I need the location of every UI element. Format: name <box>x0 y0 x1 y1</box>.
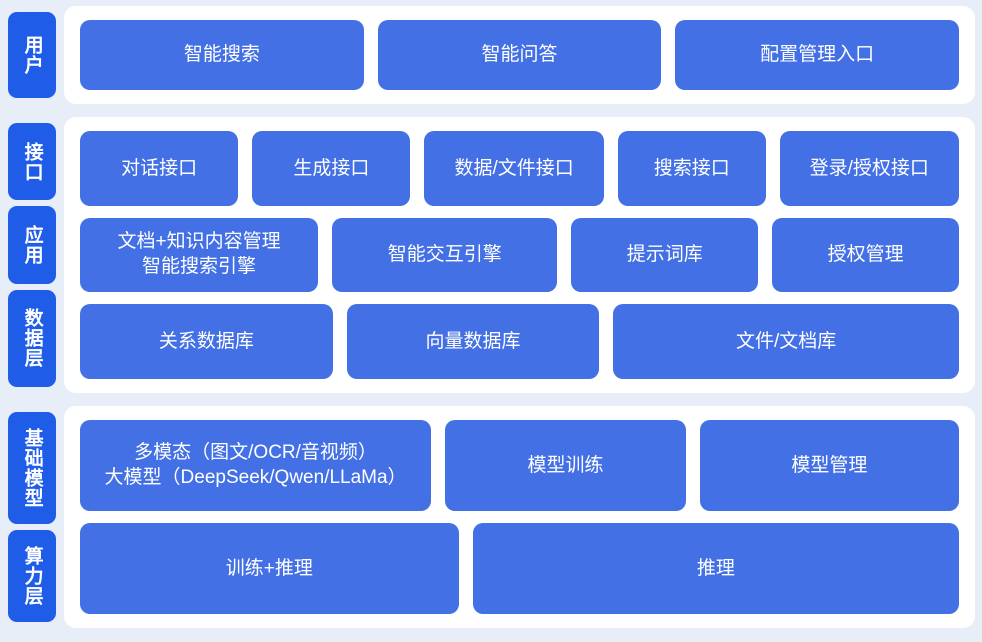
box-label-line-1: 文档+知识内容管理 <box>117 231 281 253</box>
row-data-stores: 关系数据库 向量数据库 文件/文档库 <box>80 304 959 380</box>
box-label: 智能搜索 <box>183 44 260 66</box>
box-login-auth-interface[interactable]: 登录/授权接口 <box>779 131 959 206</box>
box-label: 关系数据库 <box>158 331 254 353</box>
box-search-interface[interactable]: 搜索接口 <box>617 131 766 206</box>
box-smart-search[interactable]: 智能搜索 <box>80 20 364 90</box>
box-label: 授权管理 <box>827 244 904 266</box>
box-label-line-2: 大模型（DeepSeek/Qwen/LLaMa） <box>104 466 407 488</box>
box-model-management[interactable]: 模型管理 <box>699 420 959 511</box>
box-model-training[interactable]: 模型训练 <box>445 420 686 511</box>
box-vector-database[interactable]: 向量数据库 <box>346 304 600 380</box>
box-label-line-1: 多模态（图文/OCR/音视频） <box>134 441 377 463</box>
box-label: 生成接口 <box>293 157 370 179</box>
box-config-management-entry[interactable]: 配置管理入口 <box>675 20 960 90</box>
box-label: 提示词库 <box>626 244 703 266</box>
box-training-and-inference[interactable]: 训练+推理 <box>80 523 459 614</box>
row-compute: 训练+推理 推理 <box>80 523 959 614</box>
box-file-document-store[interactable]: 文件/文档库 <box>613 304 959 380</box>
box-relational-database[interactable]: 关系数据库 <box>80 304 333 380</box>
box-label: 配置管理入口 <box>760 44 875 66</box>
section-infrastructure: 基础模型 算力层 多模态（图文/OCR/音视频） 大模型（DeepSeek/Qw… <box>8 406 975 628</box>
box-authorization-management[interactable]: 授权管理 <box>772 217 959 293</box>
panel-users: 智能搜索 智能问答 配置管理入口 <box>64 6 975 104</box>
box-doc-knowledge-management[interactable]: 文档+知识内容管理 智能搜索引擎 <box>80 217 319 293</box>
box-label: 推理 <box>696 557 735 579</box>
layer-tab-column-users: 用户 <box>8 6 56 104</box>
section-core: 接口 应用 数据层 对话接口 生成接口 数据/文件接口 搜索接口 登录/授权接口… <box>8 117 975 393</box>
row-applications: 文档+知识内容管理 智能搜索引擎 智能交互引擎 提示词库 授权管理 <box>80 217 959 293</box>
box-label: 智能交互引擎 <box>387 244 502 266</box>
box-label: 文件/文档库 <box>735 331 837 353</box>
section-users: 用户 智能搜索 智能问答 配置管理入口 <box>8 6 975 104</box>
box-data-file-interface[interactable]: 数据/文件接口 <box>424 131 604 206</box>
box-label: 数据/文件接口 <box>454 157 574 179</box>
box-label: 模型管理 <box>791 454 868 476</box>
box-interactive-engine[interactable]: 智能交互引擎 <box>332 217 558 293</box>
layer-tab-foundation-model[interactable]: 基础模型 <box>8 412 56 524</box>
row-user-entries: 智能搜索 智能问答 配置管理入口 <box>80 20 960 90</box>
box-generation-interface[interactable]: 生成接口 <box>252 131 411 206</box>
layer-tab-column-core: 接口 应用 数据层 <box>8 117 56 393</box>
panel-infrastructure: 多模态（图文/OCR/音视频） 大模型（DeepSeek/Qwen/LLaMa）… <box>64 406 975 628</box>
box-smart-qa[interactable]: 智能问答 <box>377 20 662 90</box>
row-models: 多模态（图文/OCR/音视频） 大模型（DeepSeek/Qwen/LLaMa）… <box>80 420 959 511</box>
box-label: 智能问答 <box>481 44 558 66</box>
row-interfaces: 对话接口 生成接口 数据/文件接口 搜索接口 登录/授权接口 <box>80 131 959 206</box>
box-multimodal-large-model[interactable]: 多模态（图文/OCR/音视频） 大模型（DeepSeek/Qwen/LLaMa） <box>80 420 432 511</box>
layer-tab-users[interactable]: 用户 <box>8 12 56 98</box>
box-label: 模型训练 <box>527 454 604 476</box>
box-label: 训练+推理 <box>225 557 313 579</box>
box-inference[interactable]: 推理 <box>472 523 959 614</box>
panel-core: 对话接口 生成接口 数据/文件接口 搜索接口 登录/授权接口 文档+知识内容管理… <box>64 117 975 393</box>
box-label: 搜索接口 <box>653 157 730 179</box>
layer-tab-compute[interactable]: 算力层 <box>8 530 56 622</box>
box-prompt-library[interactable]: 提示词库 <box>571 217 759 293</box>
layer-tab-application[interactable]: 应用 <box>8 206 56 284</box>
layer-tab-column-infrastructure: 基础模型 算力层 <box>8 406 56 628</box>
box-label: 对话接口 <box>121 157 198 179</box>
box-dialog-interface[interactable]: 对话接口 <box>80 131 239 206</box>
box-label: 向量数据库 <box>425 331 521 353</box>
box-label: 登录/授权接口 <box>809 157 929 179</box>
box-label-line-2: 智能搜索引擎 <box>142 256 257 277</box>
layer-tab-interface[interactable]: 接口 <box>8 123 56 201</box>
layer-tab-data[interactable]: 数据层 <box>8 289 56 387</box>
